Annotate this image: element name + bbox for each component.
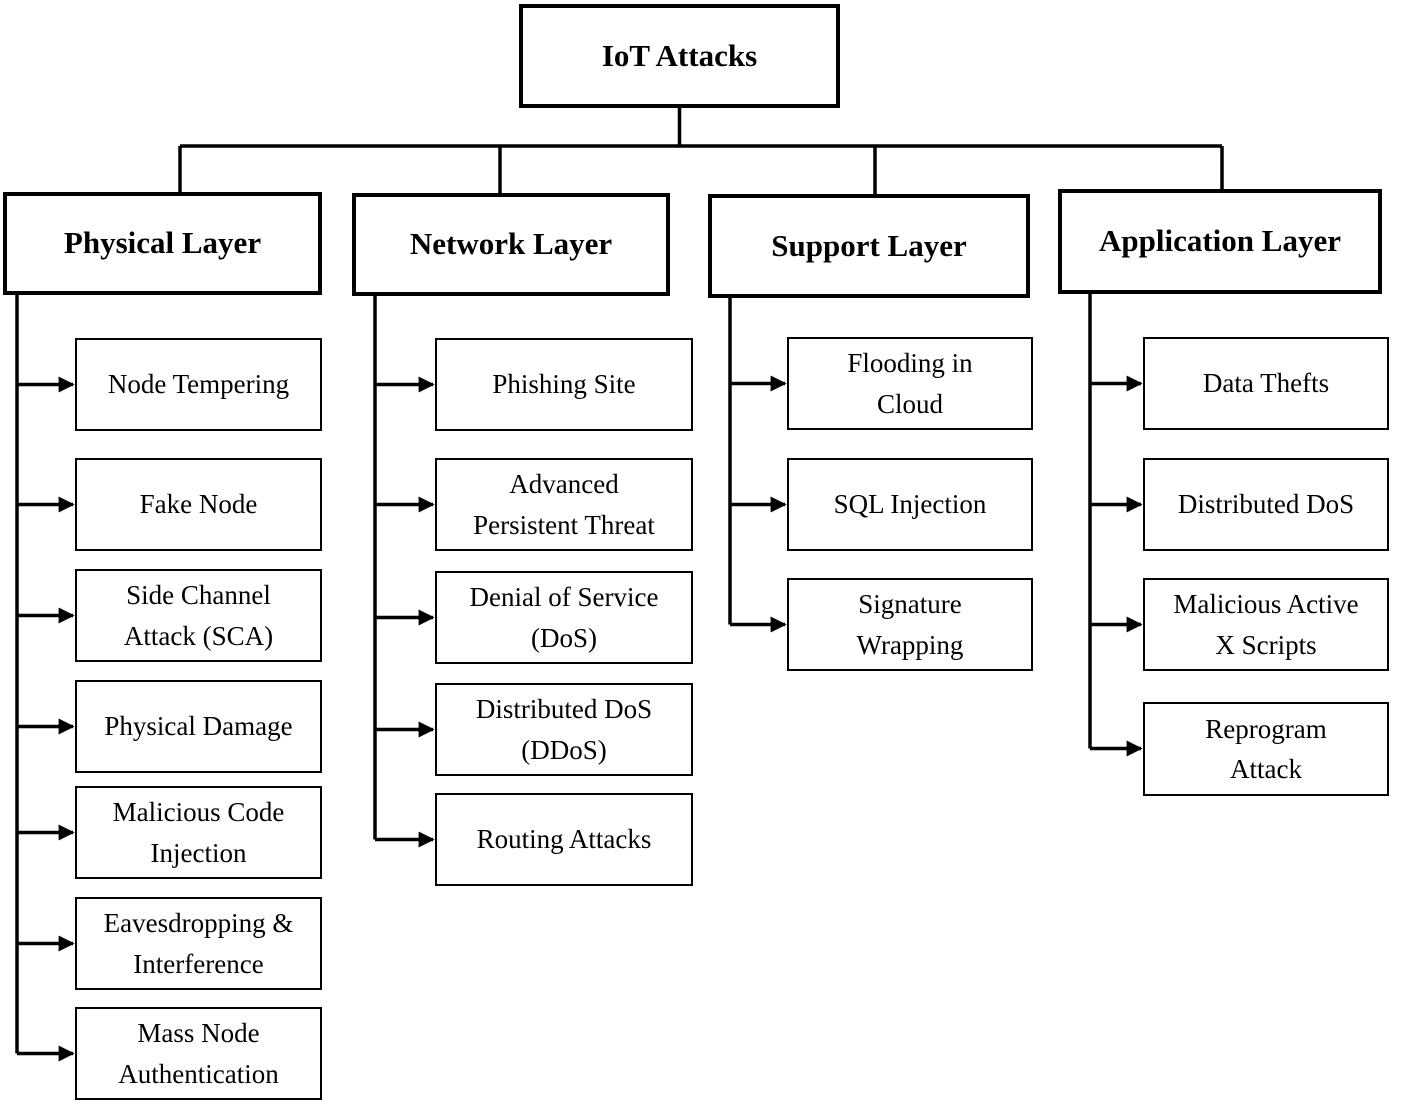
node-data-thefts: Data Thefts (1143, 337, 1389, 430)
support-layer-header: Support Layer (708, 194, 1030, 298)
node-advanced-persistent-threat: Advanced Persistent Threat (435, 458, 693, 551)
node-malicious-code-injection: Malicious Code Injection (75, 786, 322, 879)
node-sql-injection: SQL Injection (787, 458, 1033, 551)
node-distributed-dos: Distributed DoS (1143, 458, 1389, 551)
node-malicious-activex-scripts: Malicious Active X Scripts (1143, 578, 1389, 671)
application-layer-header: Application Layer (1058, 189, 1382, 294)
root-node-iot-attacks: IoT Attacks (519, 4, 840, 108)
node-flooding-in-cloud: Flooding in Cloud (787, 337, 1033, 430)
node-signature-wrapping: Signature Wrapping (787, 578, 1033, 671)
node-phishing-site: Phishing Site (435, 338, 693, 431)
node-mass-node-authentication: Mass Node Authentication (75, 1007, 322, 1100)
node-denial-of-service: Denial of Service (DoS) (435, 571, 693, 664)
physical-layer-header: Physical Layer (3, 192, 322, 295)
node-fake-node: Fake Node (75, 458, 322, 551)
node-side-channel-attack: Side Channel Attack (SCA) (75, 569, 322, 662)
node-distributed-ddos: Distributed DoS (DDoS) (435, 683, 693, 776)
node-eavesdropping-interference: Eavesdropping & Interference (75, 897, 322, 990)
node-routing-attacks: Routing Attacks (435, 793, 693, 886)
network-layer-header: Network Layer (352, 193, 670, 296)
node-physical-damage: Physical Damage (75, 680, 322, 773)
node-reprogram-attack: Reprogram Attack (1143, 702, 1389, 796)
node-node-tempering: Node Tempering (75, 338, 322, 431)
